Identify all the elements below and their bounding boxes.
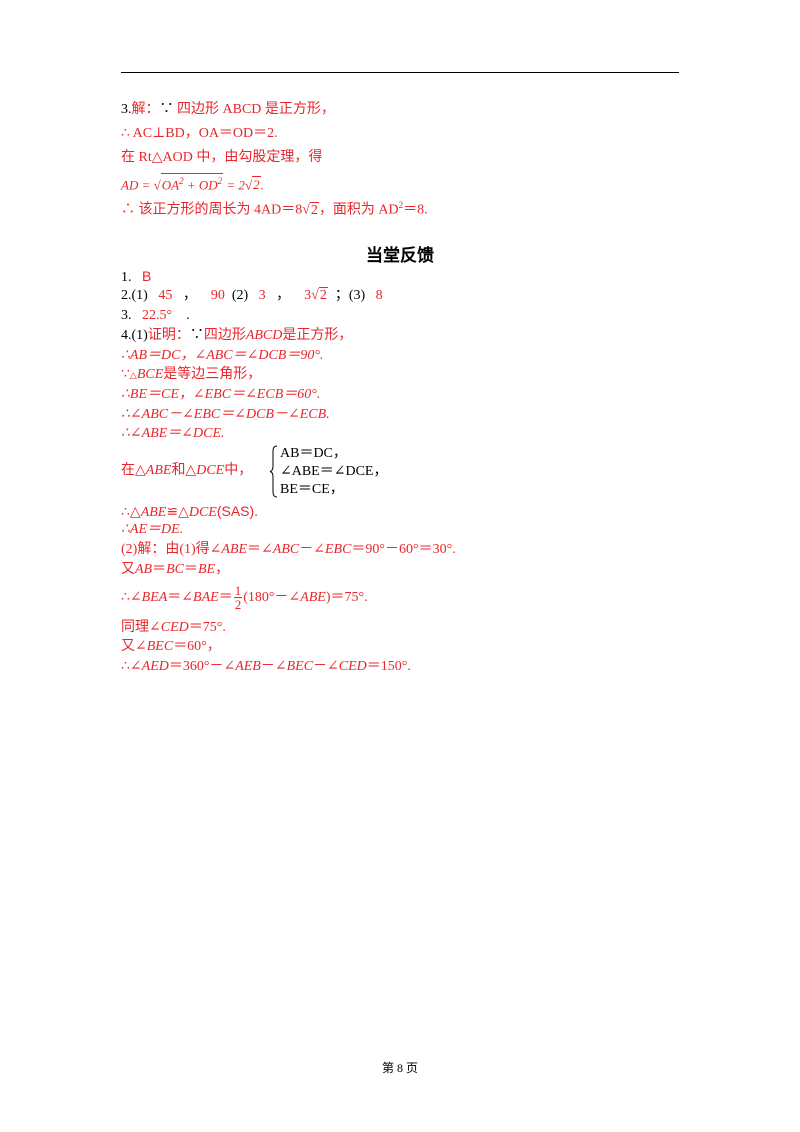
q4-line-1: 4.(1)证明：∵四边形ABCD是正方形， bbox=[121, 328, 353, 343]
q4-line-3: ∵△BCE是等边三角形， bbox=[121, 367, 262, 382]
q4-line-6: ∴∠ABE＝∠DCE. bbox=[121, 426, 225, 441]
q4-line-15: ∴∠AED＝360°－∠AEB－∠BEC－∠CED＝150°. bbox=[121, 659, 411, 674]
sec3-line-4-formula: AD = √OA2 + OD2 = 2√2. bbox=[121, 173, 264, 194]
q1-line: 1. B bbox=[121, 268, 152, 285]
equation-system: AB＝DC， ∠ABE＝∠DCE， BE＝CE， bbox=[269, 445, 399, 498]
q4-line-13: 同理∠CED＝75°. bbox=[121, 620, 226, 635]
system-row-1: AB＝DC， bbox=[280, 446, 347, 461]
q4-line-4: ∴BE＝CE，∠EBC＝∠ECB＝60°. bbox=[121, 387, 321, 402]
q4-line-7: 在△ABE和△DCE中， bbox=[121, 463, 253, 478]
q4-line-14: 又∠BEC＝60°， bbox=[121, 639, 221, 654]
sqrt-radicand: OA2 + OD2 bbox=[160, 173, 224, 192]
sec3-line-1: 3.解：∵ 四边形 ABCD 是正方形， bbox=[121, 102, 335, 117]
section-title: 当堂反馈 bbox=[366, 246, 434, 266]
q2-line: 2.(1) 45 ， 90 (2) 3 ， 3√2 ；(3) 8 bbox=[121, 287, 383, 303]
left-brace-icon bbox=[269, 445, 278, 498]
q4-line-10: (2)解：由(1)得∠ABE＝∠ABC－∠EBC＝90°－60°＝30°. bbox=[121, 542, 456, 557]
page-number: 第 8 页 bbox=[381, 1061, 419, 1075]
sec3-line-3: 在 Rt△AOD 中，由勾股定理，得 bbox=[121, 150, 323, 165]
q4-line-8: ∴△ABE≌△DCE(SAS). bbox=[121, 503, 259, 520]
sec3-line-2: ∴ AC⊥BD，OA＝OD＝2. bbox=[121, 126, 278, 141]
system-row-2: ∠ABE＝∠DCE， bbox=[280, 464, 388, 479]
q4-line-2: ∴AB＝DC，∠ABC＝∠DCB＝90°. bbox=[121, 348, 324, 363]
q3-line: 3. 22.5° . bbox=[121, 308, 190, 323]
q4-line-5: ∴∠ABC－∠EBC＝∠DCB－∠ECB. bbox=[121, 407, 330, 422]
q4-line-11: 又AB＝BC＝BE， bbox=[121, 562, 230, 577]
header-rule bbox=[121, 72, 679, 73]
q4-line-9: ∴AE＝DE. bbox=[121, 522, 184, 537]
sec3-line-5: ∴ 该正方形的周长为 4AD＝8√2，面积为 AD2＝8. bbox=[121, 200, 428, 218]
system-row-3: BE＝CE， bbox=[280, 482, 344, 497]
